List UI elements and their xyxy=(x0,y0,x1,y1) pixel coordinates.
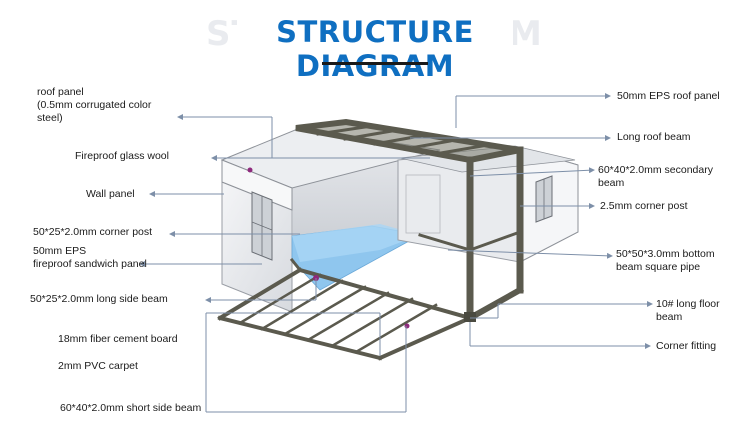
label-roof-panel: roof panel (0.5mm corrugated color steel… xyxy=(37,86,152,124)
diagram-title: STRUCTURE DIAGRAM xyxy=(237,15,513,83)
diagram-header: ST M STRUCTURE DIAGRAM xyxy=(0,10,750,83)
label-eps-sandwich-panel: 50mm EPS fireproof sandwich panel xyxy=(33,245,147,270)
label-long-floor-beam: 10# long floor beam xyxy=(656,298,720,323)
right-pointers xyxy=(410,93,653,349)
label-short-side-beam: 60*40*2.0mm short side beam xyxy=(60,402,202,414)
label-wall-panel: Wall panel xyxy=(86,188,135,200)
label-corner-fitting: Corner fitting xyxy=(656,340,717,352)
label-pvc-carpet: 2mm PVC carpet xyxy=(58,360,138,372)
left-pointers xyxy=(139,114,430,413)
label-eps-roof-panel: 50mm EPS roof panel xyxy=(617,90,720,102)
label-long-side-beam: 50*25*2.0mm long side beam xyxy=(30,293,168,305)
label-long-roof-beam: Long roof beam xyxy=(617,131,691,143)
corner-fitting-block xyxy=(464,312,476,322)
label-bottom-beam: 50*50*3.0mm bottom beam square pipe xyxy=(616,248,715,273)
label-corner-post-25: 2.5mm corner post xyxy=(600,200,688,212)
label-fiber-cement-board: 18mm fiber cement board xyxy=(58,333,178,345)
label-corner-post: 50*25*2.0mm corner post xyxy=(33,226,153,238)
window-right xyxy=(535,175,553,223)
steel-frame xyxy=(217,118,525,361)
window-left xyxy=(251,191,273,261)
title-underline xyxy=(322,62,428,65)
ghost-title-right: M xyxy=(508,14,543,54)
label-secondary-beam: 60*40*2.0mm secondary beam xyxy=(598,164,713,189)
label-fireproof-glass-wool: Fireproof glass wool xyxy=(75,150,169,162)
